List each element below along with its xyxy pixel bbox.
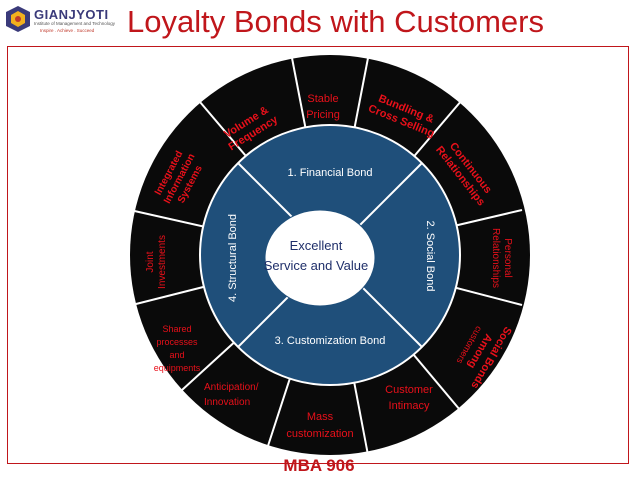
logo-name: GIANJYOTI [34, 7, 109, 22]
slide-frame [7, 46, 629, 464]
outer-label-joint-1: Joint [145, 251, 156, 272]
center-text-line1: Excellent [290, 238, 343, 253]
financial-bond-label: 1. Financial Bond [288, 167, 373, 179]
center-ellipse [264, 209, 376, 307]
outer-label-mass-customization-1: Mass [307, 411, 334, 423]
outer-label-personal-2: Relationships [490, 228, 501, 288]
outer-label-mass-customization-2: customization [286, 428, 353, 440]
outer-label-stable-pricing-1: Stable [307, 93, 338, 105]
outer-label-personal-1: Personal [502, 238, 513, 277]
footer-course-code: MBA 906 [283, 456, 355, 475]
center-text-line2: Service and Value [264, 258, 369, 273]
outer-label-stable-pricing-2: Pricing [306, 109, 340, 121]
logo-tagline: Inspire . Achieve . Succeed [40, 28, 95, 33]
page-title: Loyalty Bonds with Customers [127, 4, 544, 39]
outer-label-customer-intimacy-1: Customer [385, 384, 433, 396]
outer-label-shared-2: processes [156, 337, 198, 347]
logo-subtitle: Institute of Management and Technology [34, 21, 115, 26]
outer-label-customer-intimacy-2: Intimacy [389, 400, 430, 412]
outer-label-shared-4: equipments [154, 363, 201, 373]
customization-bond-label: 3. Customization Bond [275, 335, 386, 347]
outer-label-anticipation-2: Innovation [204, 397, 250, 408]
outer-label-anticipation-1: Anticipation/ [204, 382, 259, 393]
logo-mark-icon [6, 6, 30, 32]
logo: GIANJYOTI Institute of Management and Te… [4, 4, 122, 36]
social-bond-label: 2. Social Bond [424, 221, 436, 292]
outer-label-shared-1: Shared [162, 324, 191, 334]
structural-bond-label: 4. Structural Bond [227, 214, 239, 302]
outer-label-shared-3: and [169, 350, 184, 360]
outer-label-joint-2: Investments [157, 235, 168, 289]
